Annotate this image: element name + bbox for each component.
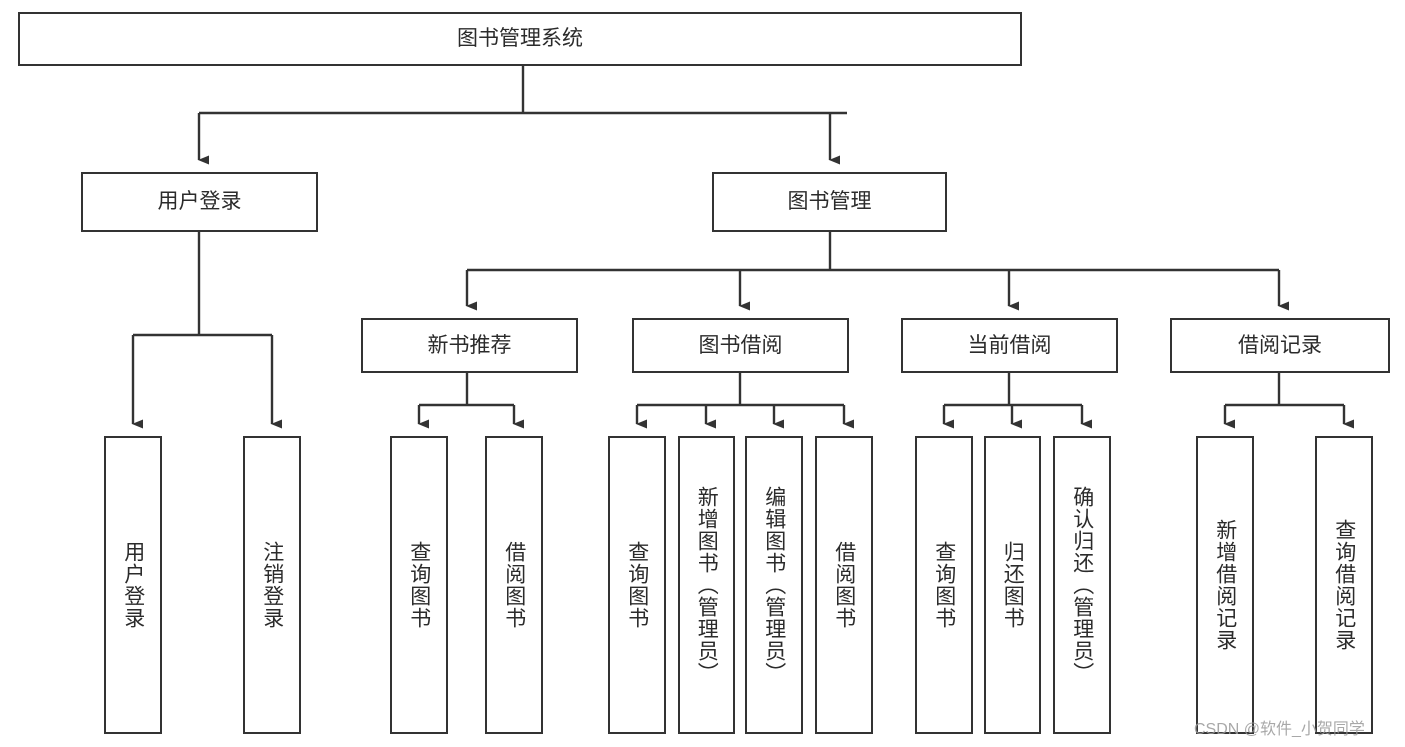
leaf-node-label: 查询图书 — [625, 541, 649, 629]
leaf-node[interactable]: 编辑图书（管理员） — [745, 436, 803, 734]
leaf-node[interactable]: 注销登录 — [243, 436, 301, 734]
leaf-node[interactable]: 用户登录 — [104, 436, 162, 734]
node-current-borrowing[interactable]: 当前借阅 — [901, 318, 1118, 373]
watermark: CSDN @软件_小贺同学 — [1194, 721, 1365, 738]
leaf-node-label: 编辑图书（管理员） — [762, 486, 786, 684]
leaf-node[interactable]: 确认归还（管理员） — [1053, 436, 1111, 734]
leaf-node[interactable]: 查询借阅记录 — [1315, 436, 1373, 734]
leaf-node[interactable]: 借阅图书 — [815, 436, 873, 734]
node-book-borrowing-label: 图书借阅 — [698, 333, 783, 357]
leaf-node-label: 归还图书 — [1001, 541, 1025, 629]
leaf-node-label: 借阅图书 — [832, 541, 856, 629]
leaf-node[interactable]: 查询图书 — [390, 436, 448, 734]
node-book-management-label: 图书管理 — [787, 190, 872, 214]
leaf-node-label: 用户登录 — [121, 541, 145, 629]
node-user-login-label: 用户登录 — [157, 190, 242, 214]
leaf-node-label: 查询借阅记录 — [1332, 519, 1356, 651]
leaf-node-label: 新增图书（管理员） — [695, 486, 719, 684]
leaf-node-label: 借阅图书 — [502, 541, 526, 629]
node-book-management[interactable]: 图书管理 — [712, 172, 947, 232]
leaf-node-label: 新增借阅记录 — [1213, 519, 1237, 651]
leaf-node[interactable]: 新增图书（管理员） — [678, 436, 735, 734]
leaf-node-label: 注销登录 — [260, 541, 284, 629]
leaf-node[interactable]: 查询图书 — [915, 436, 973, 734]
node-borrowing-record-label: 借阅记录 — [1238, 333, 1322, 357]
node-borrowing-record[interactable]: 借阅记录 — [1170, 318, 1390, 373]
leaf-node-label: 查询图书 — [407, 541, 431, 629]
leaf-node[interactable]: 新增借阅记录 — [1196, 436, 1254, 734]
node-current-borrowing-label: 当前借阅 — [967, 333, 1052, 357]
node-new-book-recommendation-label: 新书推荐 — [427, 333, 512, 357]
node-root-system[interactable]: 图书管理系统 — [18, 12, 1022, 66]
leaf-node-label: 查询图书 — [932, 541, 956, 629]
node-user-login[interactable]: 用户登录 — [81, 172, 318, 232]
node-root-label: 图书管理系统 — [457, 27, 583, 51]
leaf-node[interactable]: 归还图书 — [984, 436, 1041, 734]
leaf-node[interactable]: 查询图书 — [608, 436, 666, 734]
node-book-borrowing[interactable]: 图书借阅 — [632, 318, 849, 373]
node-new-book-recommendation[interactable]: 新书推荐 — [361, 318, 578, 373]
leaf-node[interactable]: 借阅图书 — [485, 436, 543, 734]
leaf-node-label: 确认归还（管理员） — [1070, 486, 1094, 684]
